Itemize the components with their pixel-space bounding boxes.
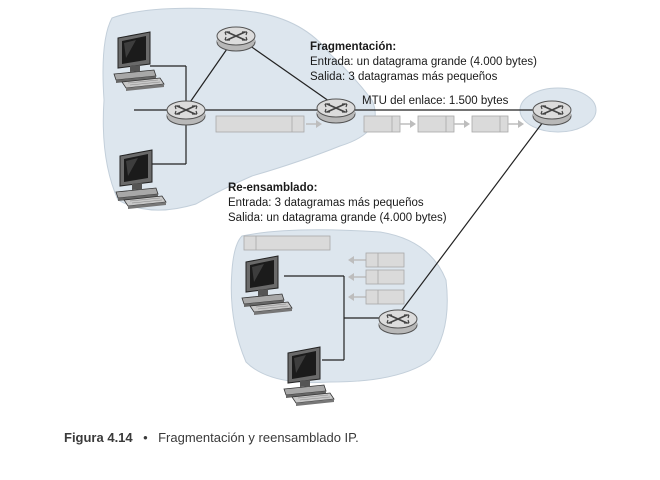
fragment-datagram: [363, 115, 401, 133]
mtu-label: MTU del enlace: 1.500 bytes: [362, 95, 509, 107]
arrow-icon: [348, 256, 354, 264]
fragment-datagram: [365, 252, 405, 268]
reassembled-datagram: [243, 235, 331, 251]
figure-number: Figura 4.14: [64, 430, 133, 445]
fragmentation-title: Fragmentación:: [310, 41, 396, 53]
arrow-icon: [410, 120, 416, 128]
fragment-datagram: [365, 269, 405, 285]
arrow-icon: [464, 120, 470, 128]
arrow-icon: [348, 273, 354, 281]
fragmentation-output: Salida: 3 datagramas más pequeños: [310, 71, 498, 83]
caption-bullet: •: [143, 430, 148, 445]
fragmentation-input: Entrada: un datagrama grande (4.000 byte…: [310, 56, 537, 68]
fragments-on-link: [363, 115, 524, 133]
fragment-datagram: [365, 289, 405, 305]
router-icon: [316, 98, 356, 124]
fragment-datagram: [417, 115, 455, 133]
destination-network-cloud: [230, 229, 448, 384]
figure-caption: Figura 4.14 • Fragmentación y reensambla…: [64, 429, 359, 446]
reassembly-input: Entrada: 3 datagramas más pequeños: [228, 197, 424, 209]
reassembly-output: Salida: un datagrama grande (4.000 bytes…: [228, 212, 447, 224]
router-icon: [166, 100, 206, 126]
caption-text: Fragmentación y reensamblado IP.: [158, 430, 359, 445]
fragment-datagram: [471, 115, 509, 133]
router-icon: [532, 100, 572, 126]
router-icon: [216, 26, 256, 52]
arrow-icon: [348, 293, 354, 301]
reassembly-title: Re-ensamblado:: [228, 182, 317, 194]
arrow-icon: [316, 120, 322, 128]
fragments-at-destination: [348, 252, 405, 305]
source-network-cloud: [102, 7, 376, 211]
arrow-icon: [518, 120, 524, 128]
router-icon: [378, 309, 418, 335]
large-datagram: [215, 115, 305, 133]
